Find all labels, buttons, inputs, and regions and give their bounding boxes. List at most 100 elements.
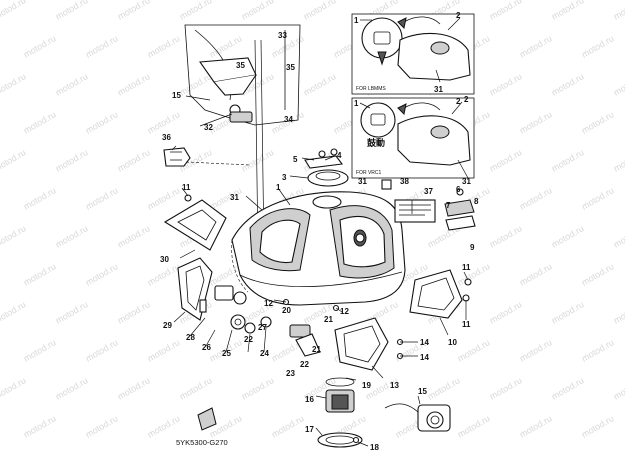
watermark-text: motod.ru [178, 375, 214, 401]
callout-9: 9 [470, 243, 475, 252]
watermark-text: motod.ru [488, 147, 524, 173]
side-cover-bottom [334, 317, 389, 371]
callout-36: 36 [162, 133, 171, 142]
callout-37: 37 [424, 187, 433, 196]
side-cover-right [409, 269, 463, 319]
callout-21a: 21 [324, 315, 333, 324]
watermark-text: motod.ru [270, 413, 306, 439]
watermark-text: motod.ru [22, 109, 58, 135]
watermark-text: motod.ru [518, 413, 554, 439]
watermark-text: motod.ru [518, 33, 554, 59]
watermark-text: motod.ru [488, 71, 524, 97]
watermark-text: motod.ru [178, 0, 214, 22]
callout-7: 7 [446, 201, 451, 210]
watermark-text: motod.ru [456, 413, 492, 439]
callout-6: 6 [456, 185, 461, 194]
callout-25: 25 [222, 349, 231, 358]
watermark-text: motod.ru [240, 375, 276, 401]
watermark-text: motod.ru [22, 413, 58, 439]
inset-top-callout-2: 2 [456, 11, 461, 20]
callout-28: 28 [186, 333, 195, 342]
watermark-text: motod.ru [612, 0, 625, 22]
callout-18: 18 [370, 443, 379, 452]
callout-16: 16 [305, 395, 314, 404]
watermark-text: motod.ru [0, 375, 28, 401]
watermark-text: motod.ru [550, 71, 586, 97]
callout-1: 1 [276, 183, 281, 192]
watermark-text: motod.ru [612, 147, 625, 173]
watermark-text: motod.ru [84, 337, 120, 363]
watermark-text: motod.ru [0, 147, 28, 173]
callout-32: 32 [204, 123, 213, 132]
watermark-text: motod.ru [518, 109, 554, 135]
callout-34: 34 [284, 115, 293, 124]
inset-top [351, 13, 475, 95]
watermark-text: motod.ru [302, 71, 338, 97]
inset-top-callout-31: 31 [434, 85, 443, 94]
callout-numbers: 1 2 31 1 2 31 1 2 3 4 5 6 7 8 9 10 11 11… [160, 11, 479, 452]
watermark-text: motod.ru [550, 299, 586, 325]
watermark-text: motod.ru [0, 299, 28, 325]
callout-12b: 12 [340, 307, 349, 316]
watermark-text: motod.ru [146, 33, 182, 59]
inset-bottom-kanji: 鼓動 [367, 137, 385, 149]
watermark-text: motod.ru [0, 71, 28, 97]
watermark-text: motod.ru [270, 33, 306, 59]
watermark-text: motod.ru [612, 223, 625, 249]
leader-lines [171, 17, 469, 447]
inset-top-callout-1: 1 [354, 16, 359, 25]
bracket-36 [163, 147, 251, 167]
watermark-text: motod.ru [116, 71, 152, 97]
fuel-tank [231, 191, 406, 306]
callout-24: 24 [260, 349, 269, 358]
watermark-text: motod.ru [22, 337, 58, 363]
callout-31a: 31 [230, 193, 239, 202]
callout-3: 3 [282, 173, 287, 182]
watermark-text: motod.ru [518, 185, 554, 211]
callout-12a: 12 [264, 299, 273, 308]
callout-35a: 35 [236, 61, 245, 70]
inset-top-caption: FOR LBMMS [356, 86, 386, 92]
callout-19: 19 [362, 381, 371, 390]
watermark-text: motod.ru [146, 261, 182, 287]
watermark-text: motod.ru [550, 0, 586, 22]
watermark-text: motod.ru [146, 109, 182, 135]
watermark-text: motod.ru [612, 375, 625, 401]
callout-11b: 11 [462, 263, 471, 272]
inset-bottom-callout-2: 2 [456, 97, 461, 106]
pump-connector-15 [384, 403, 451, 432]
watermark-text: motod.ru [612, 299, 625, 325]
callout-35b: 35 [286, 63, 295, 72]
watermark-text: motod.ru [84, 261, 120, 287]
callout-22b: 22 [300, 360, 309, 369]
watermark-text: motod.ru [488, 223, 524, 249]
callout-14b: 14 [420, 353, 429, 362]
watermark-text: motod.ru [84, 413, 120, 439]
watermark-text: motod.ru [550, 223, 586, 249]
callout-10: 10 [448, 338, 457, 347]
watermark-text: motod.ru [146, 185, 182, 211]
petcock-parts [199, 285, 321, 357]
callout-27: 27 [258, 323, 267, 332]
callout-38: 38 [400, 177, 409, 186]
watermark-text: motod.ru [302, 0, 338, 22]
warning-label-37 [394, 199, 436, 223]
watermark-text: motod.ru [54, 223, 90, 249]
watermark-text: motod.ru [116, 299, 152, 325]
watermark-text: motod.ru [178, 71, 214, 97]
watermark-text: motod.ru [22, 261, 58, 287]
watermark-text: motod.ru [580, 109, 616, 135]
watermark-text: motod.ru [54, 0, 90, 22]
watermark-text: motod.ru [22, 185, 58, 211]
watermark-text: motod.ru [0, 0, 28, 22]
callout-22a: 22 [244, 335, 253, 344]
callout-21b: 21 [312, 345, 321, 354]
inset-bottom-callout-1: 1 [354, 99, 359, 108]
callout-5: 5 [293, 155, 298, 164]
front-arrow-icon [197, 407, 217, 431]
callout-4: 4 [337, 151, 342, 160]
callout-14a: 14 [420, 338, 429, 347]
watermark-text: motod.ru [22, 33, 58, 59]
